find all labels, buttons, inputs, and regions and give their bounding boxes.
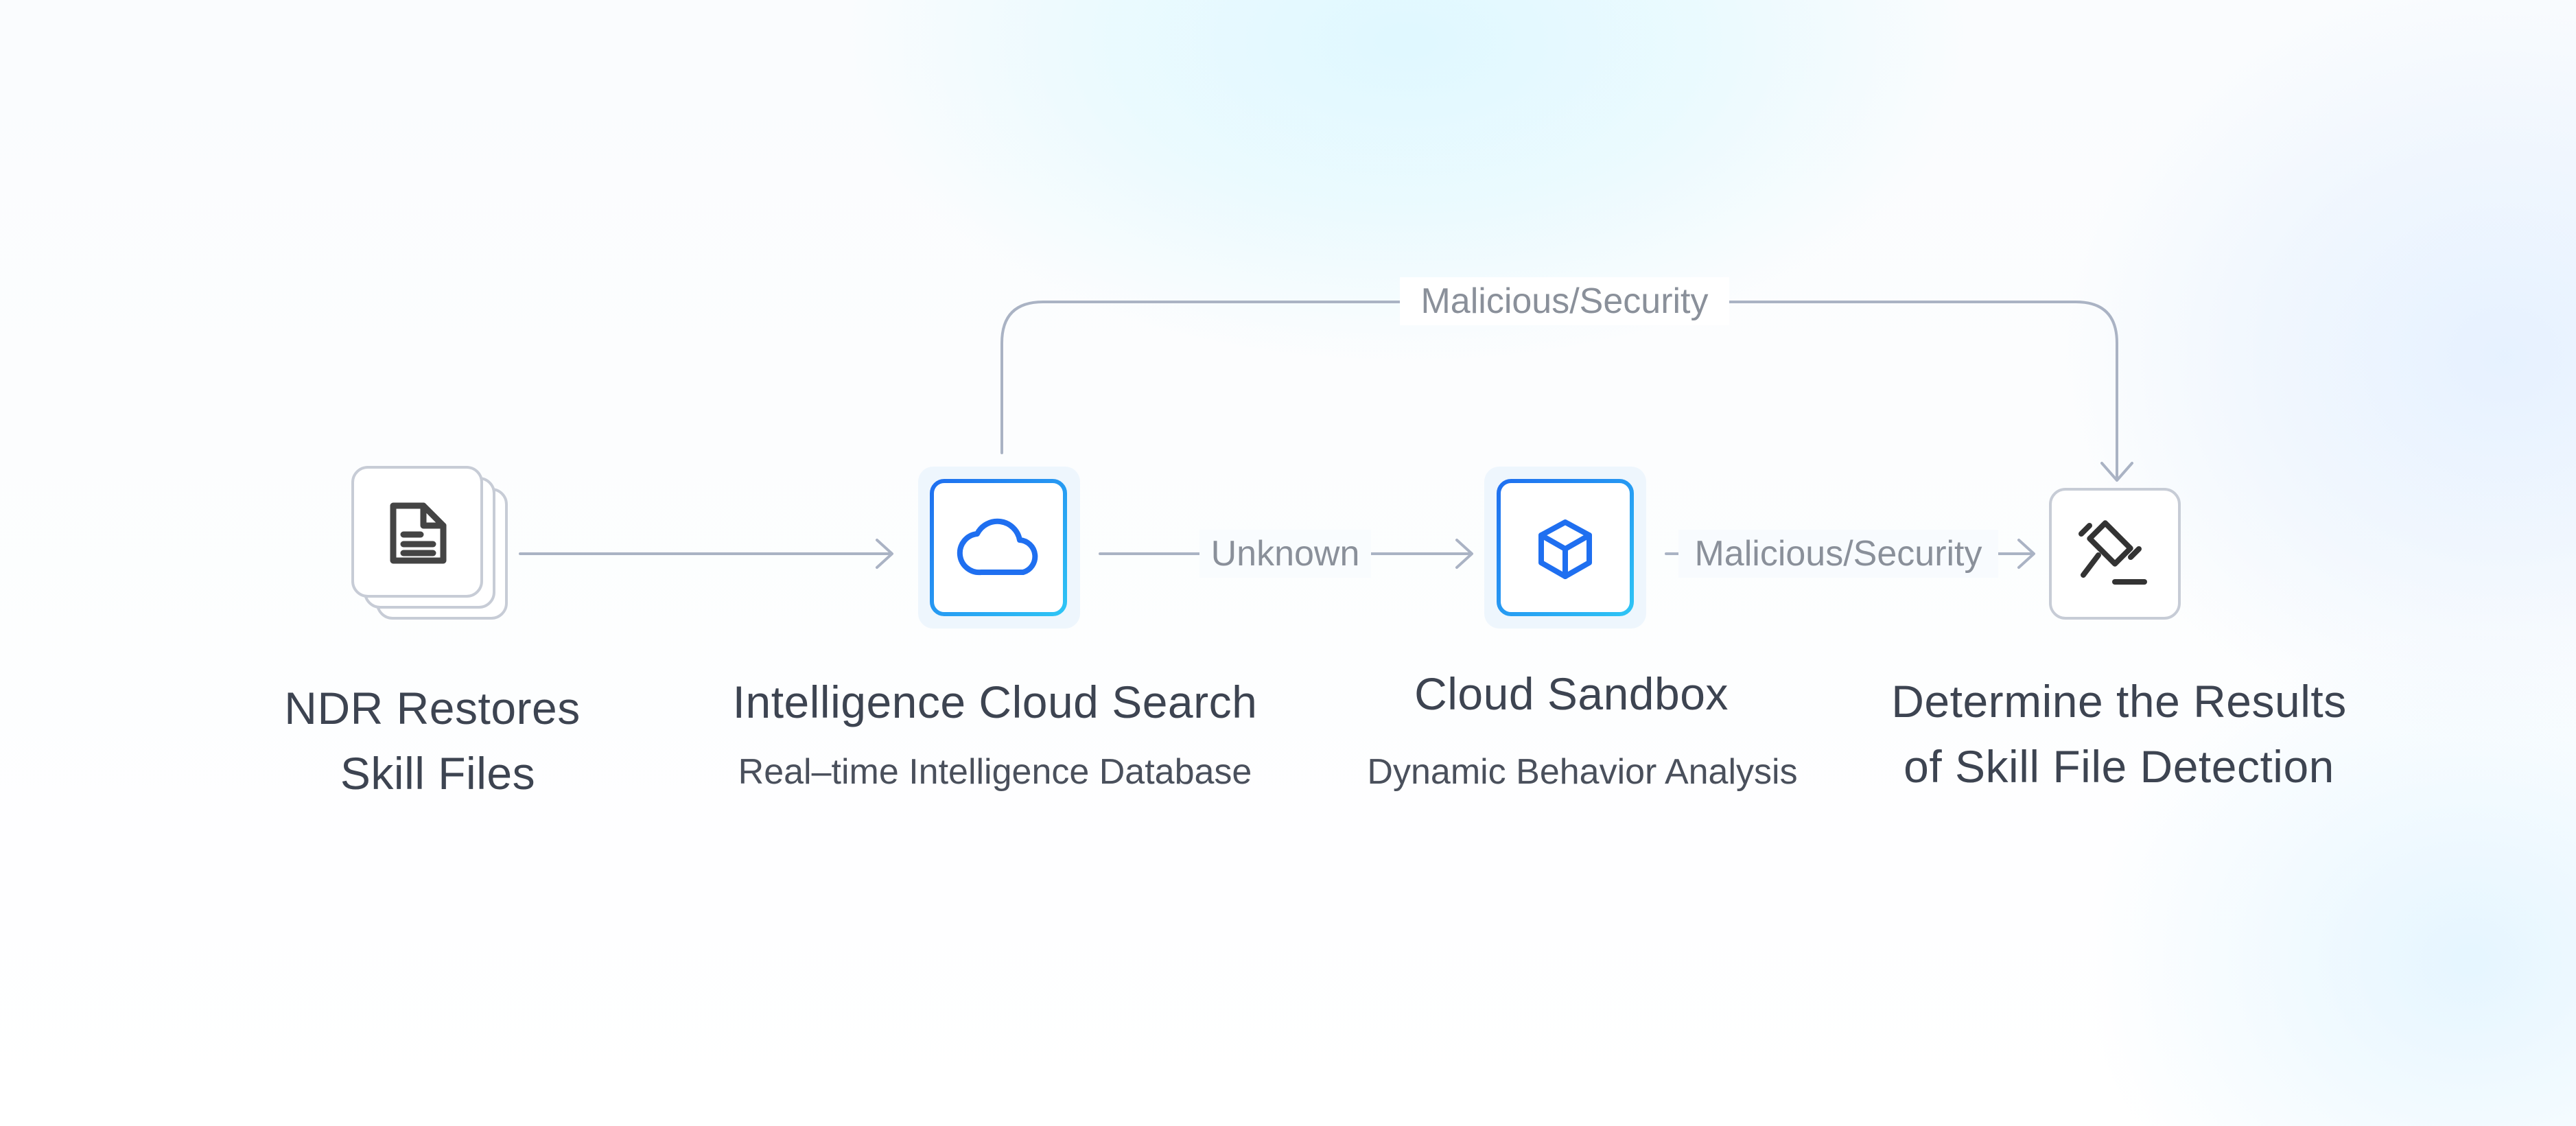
edge-label-malicious-security-top: Malicious/Security: [1400, 277, 1729, 325]
intelligence-title: Intelligence Cloud Search: [732, 677, 1258, 727]
sandbox-subtitle: Dynamic Behavior Analysis: [1367, 752, 1798, 792]
connector-ndr-to-intelligence: [519, 539, 893, 569]
connector-sandbox-to-result: [1665, 539, 2035, 569]
result-title-line1: Determine the Results: [1891, 676, 2347, 727]
cube-icon: [1484, 467, 1646, 629]
edge-label-unknown: Unknown: [1199, 530, 1371, 578]
edge-label-malicious-security-sandbox: Malicious/Security: [1678, 530, 1998, 578]
connector-unknown: [1099, 539, 1473, 569]
connector-top-loop: [1000, 301, 2133, 482]
ndr-title-line2: Skill Files: [340, 748, 536, 799]
result-title-line2: of Skill File Detection: [1904, 741, 2334, 792]
sandbox-title: Cloud Sandbox: [1414, 668, 1729, 719]
ndr-title-line1: NDR Restores: [284, 683, 581, 734]
intelligence-subtitle: Real–time Intelligence Database: [738, 752, 1252, 792]
document-stack-icon: [351, 466, 508, 620]
cloud-icon: [918, 467, 1080, 629]
gavel-icon: [2049, 488, 2181, 620]
